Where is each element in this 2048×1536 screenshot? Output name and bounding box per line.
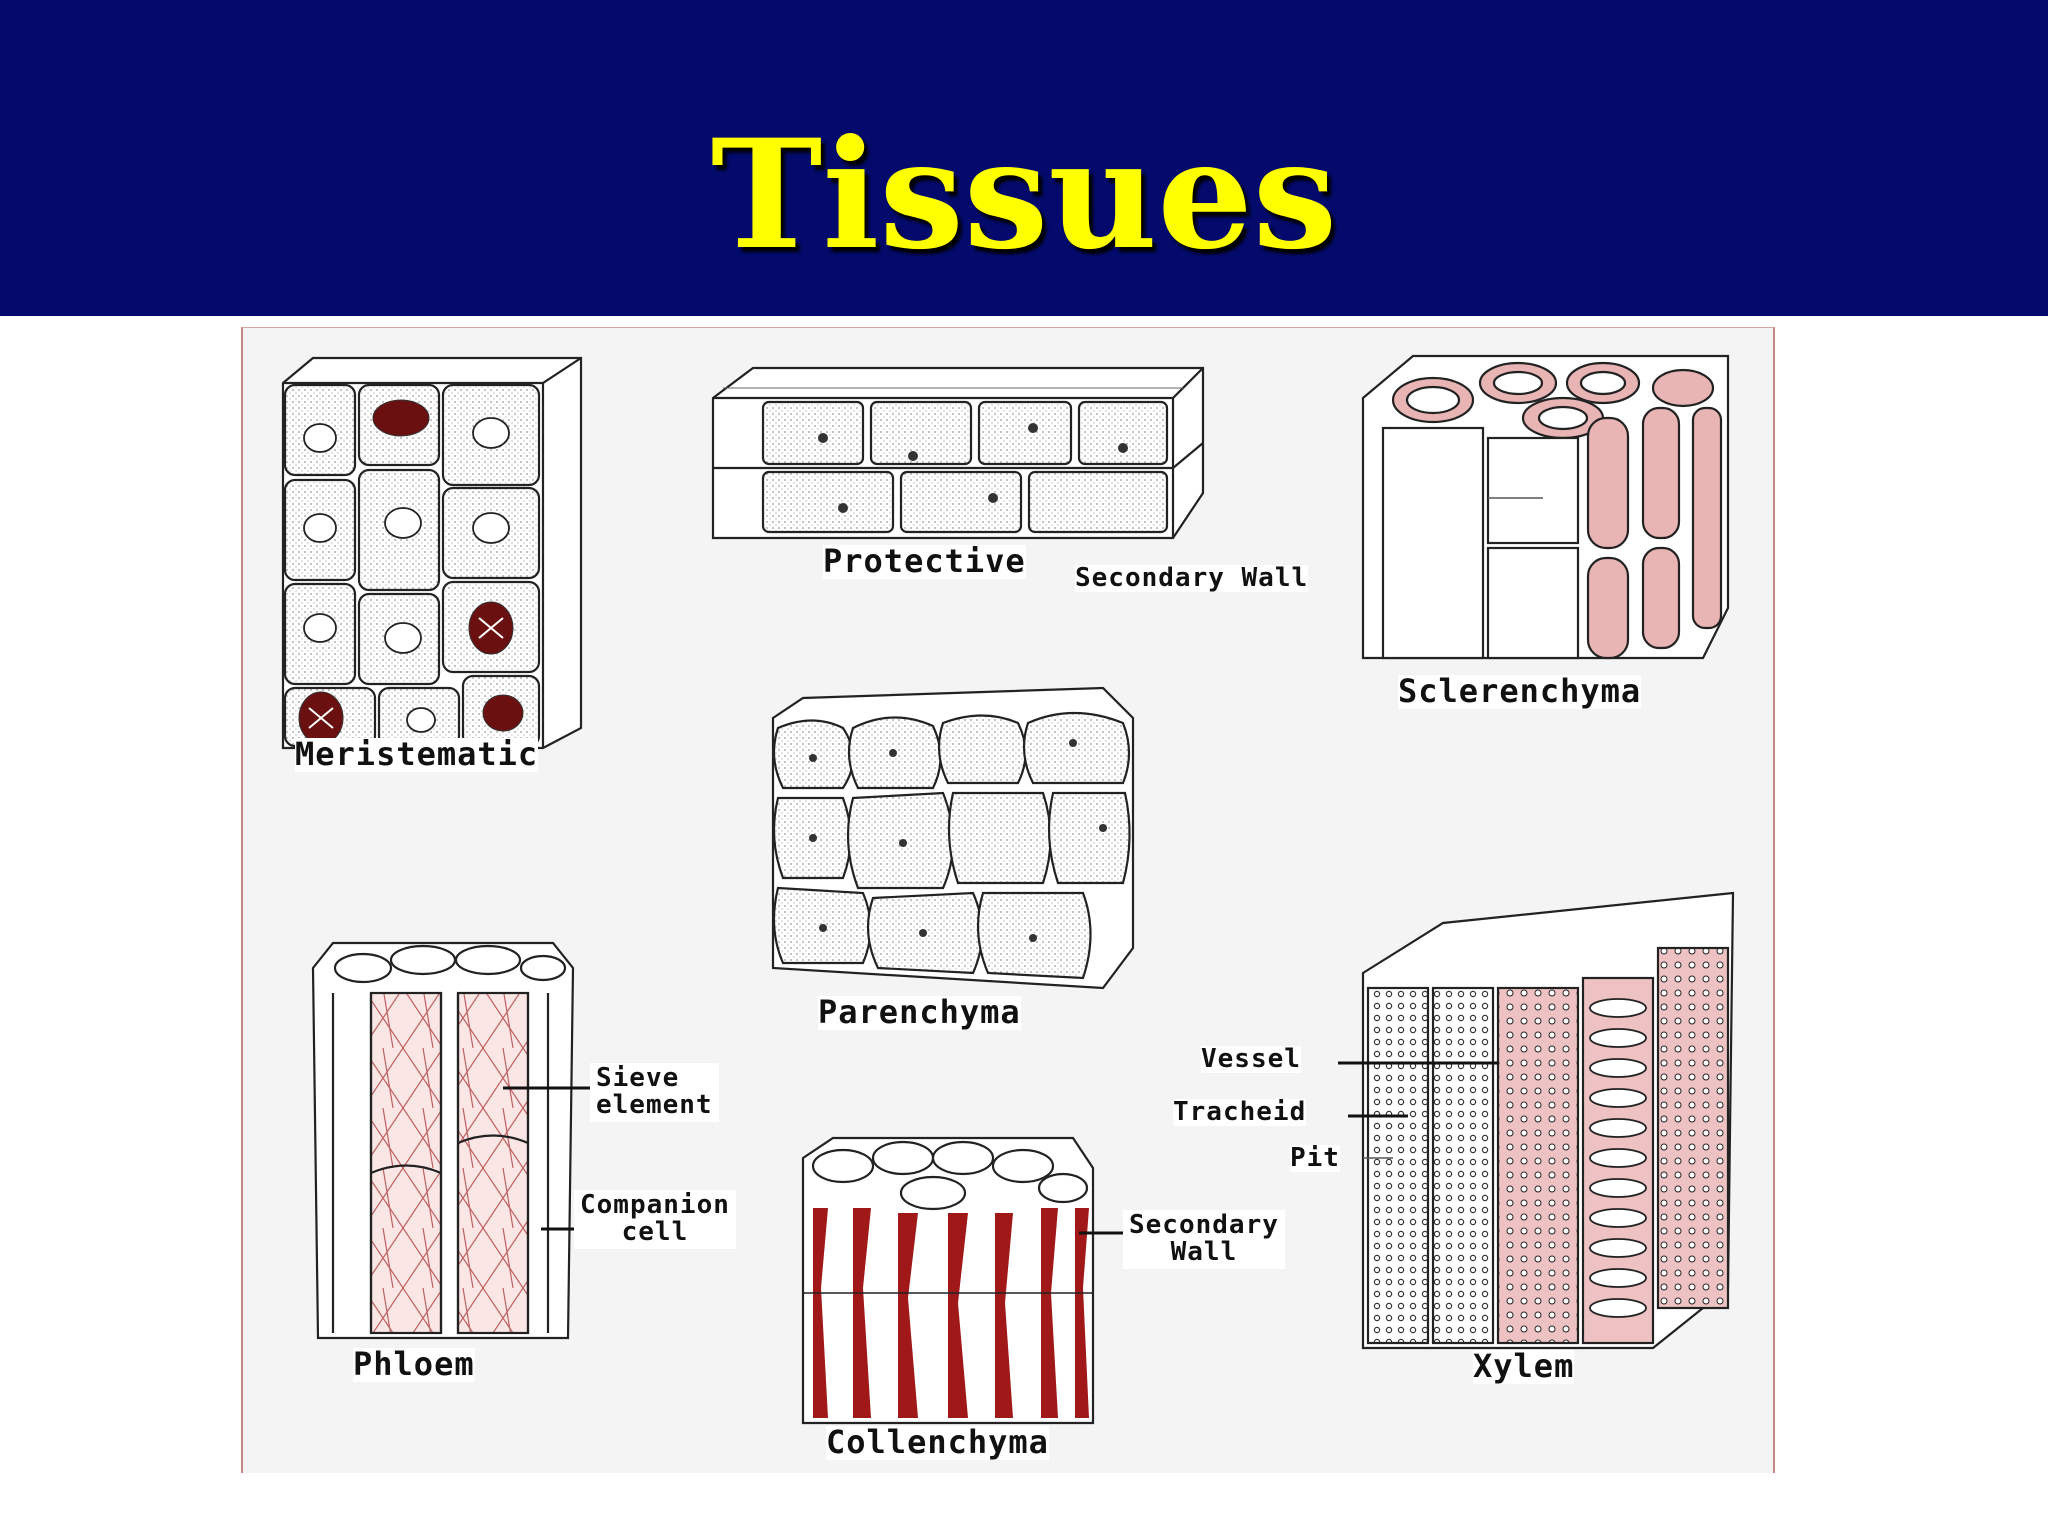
parenchyma-drawing [771, 686, 1135, 990]
label-collenchyma-secondary-wall-line2: Wall [1170, 1237, 1238, 1268]
label-phloem: Phloem [353, 1345, 475, 1383]
title-banner: Tissues [0, 0, 2048, 316]
label-protective: Protective [823, 542, 1026, 580]
protective-drawing [711, 366, 1205, 540]
tissue-figure: Meristematic Protective Secondary Wall S… [241, 327, 1775, 1473]
label-parenchyma: Parenchyma [818, 993, 1021, 1031]
xylem-drawing [1338, 891, 1735, 1350]
collenchyma-drawing [801, 1136, 1123, 1425]
slide-title: Tissues [710, 107, 1338, 283]
label-sclerenchyma: Sclerenchyma [1398, 672, 1642, 710]
phloem-drawing [311, 941, 591, 1340]
sclerenchyma-drawing [1361, 354, 1730, 660]
label-companion-cell-line1: Companion [580, 1190, 730, 1220]
label-meristematic: Meristematic [295, 735, 539, 773]
meristematic-drawing [281, 356, 583, 750]
label-xylem: Xylem [1473, 1347, 1575, 1385]
label-sieve-element-line2: element [596, 1090, 713, 1121]
label-tracheid: Tracheid [1173, 1097, 1307, 1127]
label-companion-cell: Companion cell [574, 1190, 736, 1249]
label-sieve-element: Sieve element [590, 1063, 719, 1122]
label-vessel: Vessel [1201, 1044, 1301, 1074]
tissue-diagram [281, 354, 1735, 1425]
label-sclerenchyma-secondary-wall: Secondary Wall [1075, 563, 1309, 593]
label-companion-cell-line2: cell [621, 1217, 689, 1248]
label-sieve-element-line1: Sieve [596, 1063, 680, 1093]
label-pit: Pit [1290, 1143, 1340, 1173]
label-collenchyma-secondary-wall: Secondary Wall [1123, 1210, 1285, 1269]
label-collenchyma: Collenchyma [826, 1423, 1049, 1461]
label-collenchyma-secondary-wall-line1: Secondary [1129, 1210, 1279, 1240]
